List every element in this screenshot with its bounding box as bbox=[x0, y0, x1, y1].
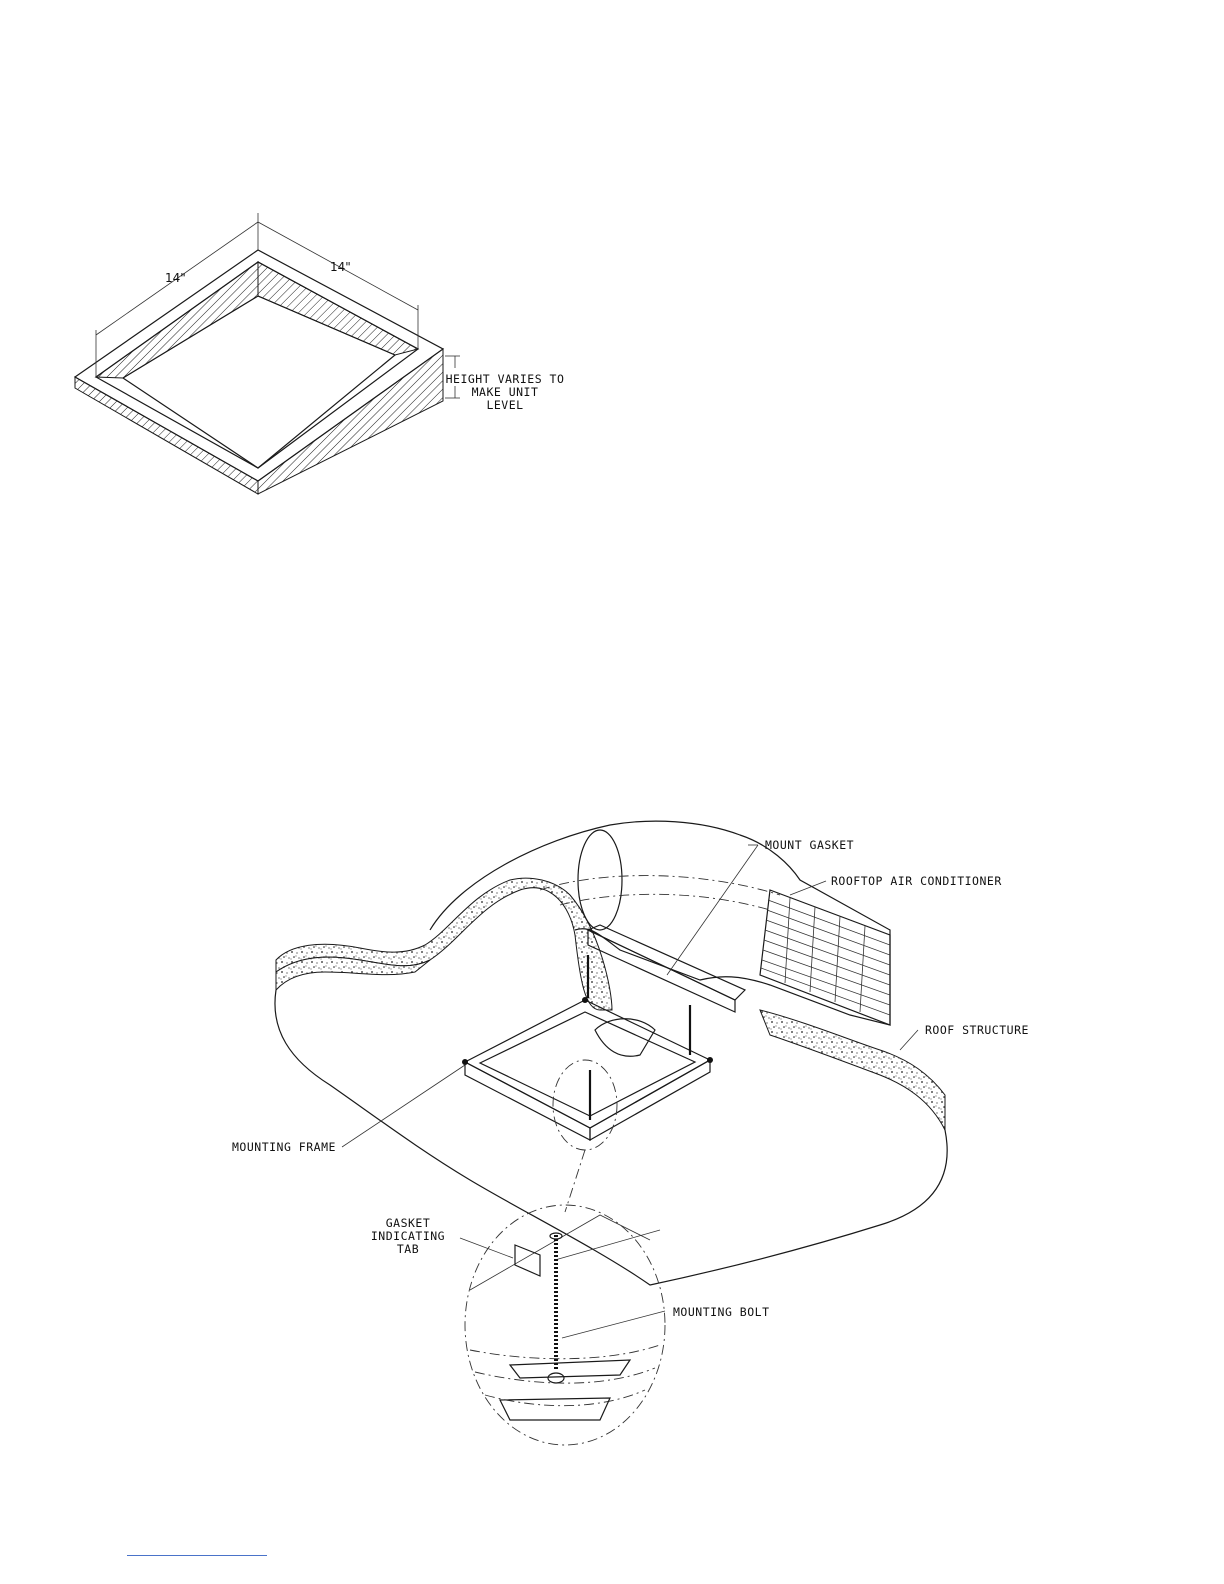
condenser-grille bbox=[760, 890, 890, 1025]
label-gasket-tab-line-2: INDICATING bbox=[371, 1229, 445, 1243]
height-note-line-1: HEIGHT VARIES TO bbox=[446, 372, 565, 386]
label-roof-structure: ROOF STRUCTURE bbox=[925, 1023, 1029, 1037]
height-note-line-3: LEVEL bbox=[486, 398, 523, 412]
label-gasket-tab-line-1: GASKET bbox=[386, 1216, 431, 1230]
height-note-line-2: MAKE UNIT bbox=[472, 385, 539, 399]
footer-rule bbox=[127, 1555, 267, 1556]
mounting-frame bbox=[462, 997, 713, 1140]
label-mounting-frame: MOUNTING FRAME bbox=[232, 1140, 336, 1154]
shim-dim-right: 14" bbox=[330, 260, 351, 274]
label-gasket-tab-line-3: TAB bbox=[397, 1242, 419, 1256]
rooftop-installation-figure bbox=[275, 821, 947, 1445]
leveling-shim-figure bbox=[75, 213, 460, 494]
bolt-detail-view bbox=[465, 1205, 665, 1445]
label-mount-gasket: MOUNT GASKET bbox=[765, 838, 854, 852]
label-mounting-bolt: MOUNTING BOLT bbox=[673, 1305, 770, 1319]
label-rooftop-air-conditioner: ROOFTOP AIR CONDITIONER bbox=[831, 874, 1002, 888]
shim-dim-left: 14" bbox=[165, 271, 186, 285]
